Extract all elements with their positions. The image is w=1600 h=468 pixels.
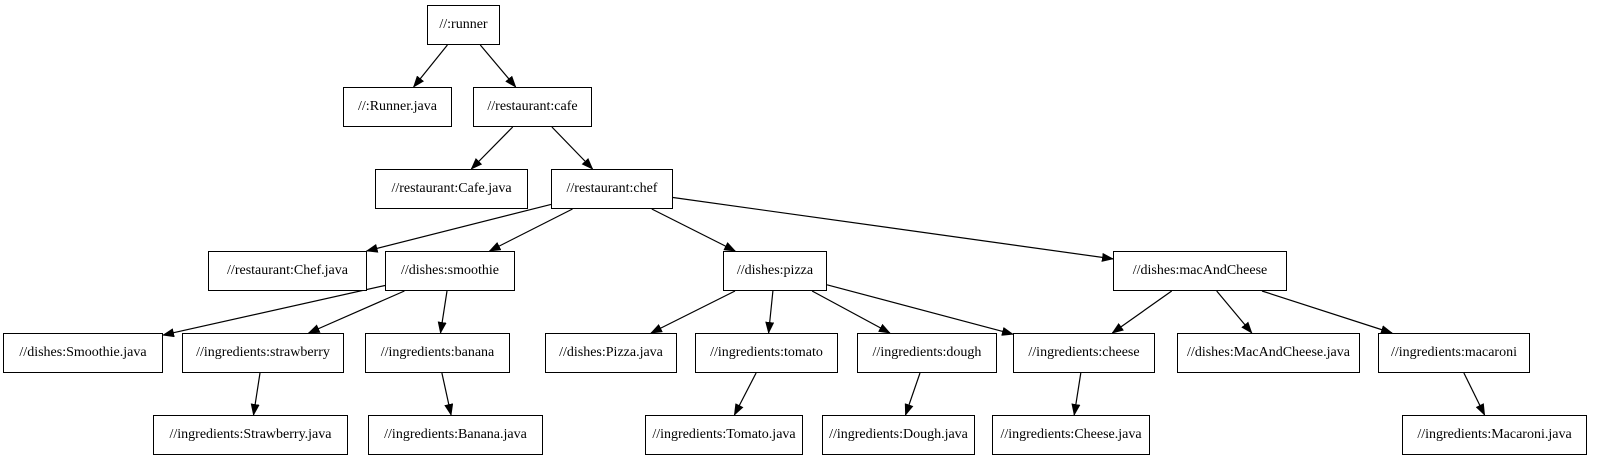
graph-node-macaroni: //ingredients:macaroni bbox=[1378, 333, 1530, 373]
graph-node-cafe-java: //restaurant:Cafe.java bbox=[375, 169, 528, 209]
graph-node-strawberry-java: //ingredients:Strawberry.java bbox=[153, 415, 348, 455]
graph-node-mac-and-cheese-java: //dishes:MacAndCheese.java bbox=[1177, 333, 1360, 373]
graph-node-cheese: //ingredients:cheese bbox=[1013, 333, 1155, 373]
graph-node-cheese-java: //ingredients:Cheese.java bbox=[992, 415, 1150, 455]
graph-node-tomato-java: //ingredients:Tomato.java bbox=[645, 415, 803, 455]
graph-node-cafe: //restaurant:cafe bbox=[473, 87, 592, 127]
graph-node-smoothie: //dishes:smoothie bbox=[385, 251, 515, 291]
graph-node-runner: //:runner bbox=[427, 5, 500, 45]
graph-node-chef-java: //restaurant:Chef.java bbox=[208, 251, 367, 291]
graph-node-banana-java: //ingredients:Banana.java bbox=[368, 415, 543, 455]
graph-node-pizza: //dishes:pizza bbox=[723, 251, 827, 291]
graph-node-smoothie-java: //dishes:Smoothie.java bbox=[3, 333, 163, 373]
graph-node-strawberry: //ingredients:strawberry bbox=[182, 333, 344, 373]
graph-node-dough-java: //ingredients:Dough.java bbox=[822, 415, 975, 455]
graph-node-pizza-java: //dishes:Pizza.java bbox=[545, 333, 677, 373]
graph-node-tomato: //ingredients:tomato bbox=[695, 333, 838, 373]
graph-node-chef: //restaurant:chef bbox=[551, 169, 673, 209]
graph-node-banana: //ingredients:banana bbox=[365, 333, 510, 373]
graph-node-runner-java: //:Runner.java bbox=[343, 87, 452, 127]
graph-node-macaroni-java: //ingredients:Macaroni.java bbox=[1402, 415, 1587, 455]
graph-node-dough: //ingredients:dough bbox=[857, 333, 997, 373]
graph-node-mac-and-cheese: //dishes:macAndCheese bbox=[1113, 251, 1287, 291]
